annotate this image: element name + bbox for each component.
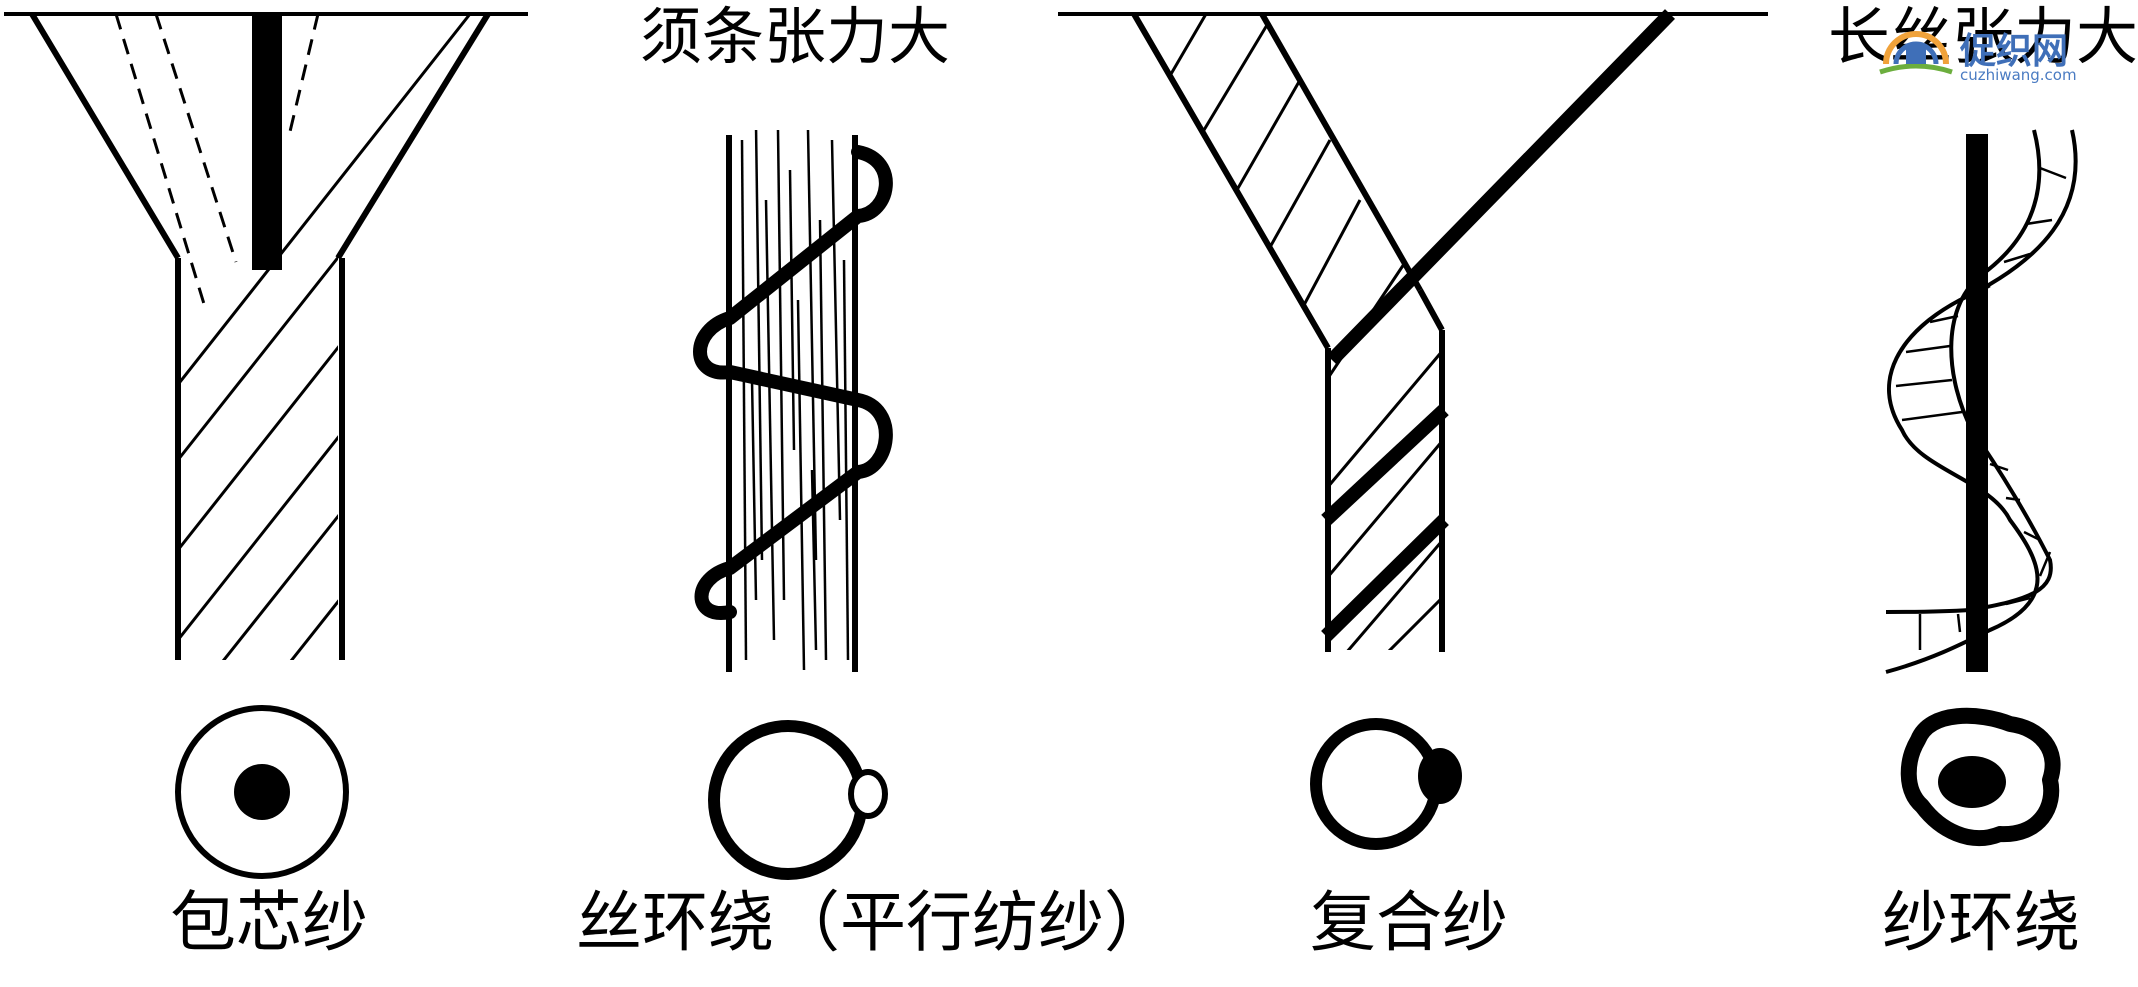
core-filament xyxy=(252,14,282,270)
core-spun-sheath-hatching xyxy=(148,14,488,660)
figure-core-spun xyxy=(4,12,528,879)
composite-filament xyxy=(1321,9,1676,641)
figure-composite xyxy=(1058,9,1768,850)
watermark: 促织网 cuzhiwang.com xyxy=(1876,20,2138,86)
caption-yarn-wrap: 纱环绕 xyxy=(1882,884,2080,961)
core-spun-cross-section xyxy=(175,705,349,879)
yarn-wrap-core-filament xyxy=(1966,134,1988,672)
note-staple-tension: 须条张力大 xyxy=(640,0,951,73)
composite-strand-hatching xyxy=(1148,14,1440,650)
fiber-strand-bundle xyxy=(726,135,858,672)
yarn-wrap-helix-outer xyxy=(1885,129,2078,674)
fiber-strands xyxy=(740,130,850,670)
wrapping-filament xyxy=(693,145,893,620)
yarn-wrap-helix-inner xyxy=(1885,129,2053,614)
caption-composite: 复合纱 xyxy=(1310,884,1508,961)
yarn-wrap-cross-section-core xyxy=(1938,756,2006,808)
filament-wrap-cross-section-filament xyxy=(848,769,888,819)
yarn-wrap-cross-section xyxy=(1900,707,2061,846)
watermark-logo-icon xyxy=(1879,31,1953,75)
figure-filament-wrap xyxy=(693,130,893,880)
filament-wrap-cross-section xyxy=(708,720,868,880)
composite-cross-section-filament xyxy=(1418,748,1462,804)
core-spun-dashed-fibers xyxy=(114,13,320,305)
figure-yarn-wrap xyxy=(1885,129,2078,846)
composite-cross-section xyxy=(1310,718,1442,850)
watermark-url: cuzhiwang.com xyxy=(1960,66,2077,84)
core-spun-cross-section-core xyxy=(234,764,290,820)
watermark-brand: 促织网 xyxy=(1960,30,2069,72)
caption-filament-wrap: 丝环绕（平行纺纱） xyxy=(576,884,1170,961)
composite-outline xyxy=(1131,12,1445,652)
caption-core-spun: 包芯纱 xyxy=(170,884,368,961)
note-filament-tension: 长丝张力大 xyxy=(1828,0,2138,73)
yarn-wrap-helix-hatching xyxy=(1895,166,2067,650)
